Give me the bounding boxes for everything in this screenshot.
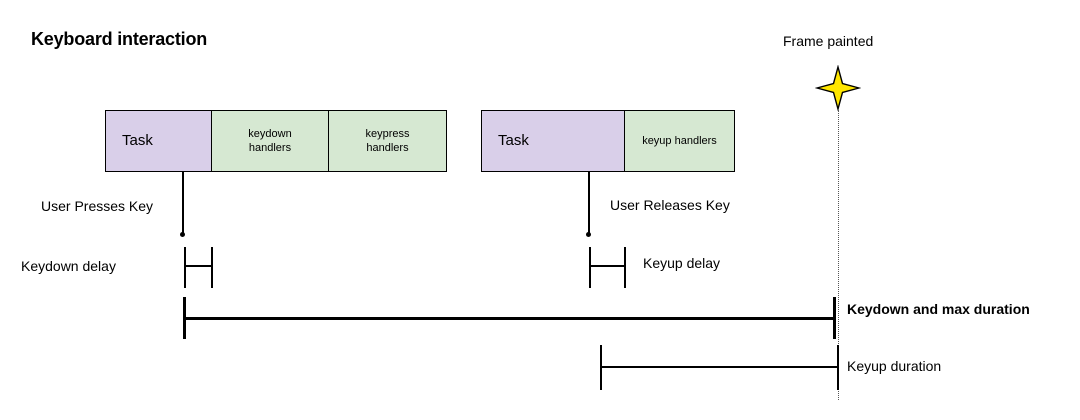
task-block-1: Task	[106, 111, 211, 171]
keydown-max-duration-span	[183, 317, 836, 320]
frame-paint-guide-line	[838, 110, 839, 400]
user-presses-key-label: User Presses Key	[41, 198, 154, 214]
keyup-event-arrow-line	[588, 172, 590, 235]
keydown-handlers-block: keydown handlers	[211, 111, 328, 171]
frame-painted-label: Frame painted	[783, 33, 874, 49]
keyup-handlers-block: keyup handlers	[624, 111, 734, 171]
keydown-delay-end-tick	[211, 247, 213, 288]
keyup-track: Task keyup handlers	[481, 110, 735, 172]
keyup-duration-end-tick	[837, 345, 839, 390]
keyup-delay-label: Keyup delay	[643, 255, 721, 271]
page-title: Keyboard interaction	[31, 29, 208, 49]
keyup-delay-span	[589, 265, 625, 267]
keydown-event-arrow-head	[180, 232, 185, 237]
keyup-duration-start-tick	[600, 345, 602, 390]
keydown-event-arrow-line	[182, 172, 184, 235]
keydown-delay-start-tick	[184, 247, 186, 288]
keyup-duration-span	[600, 366, 839, 368]
keyup-delay-start-tick	[589, 247, 591, 288]
keyup-event-arrow-head	[586, 232, 591, 237]
keypress-handlers-block: keypress handlers	[328, 111, 446, 171]
keydown-delay-label: Keydown delay	[21, 258, 116, 274]
keydown-delay-span	[184, 265, 212, 267]
user-releases-key-label: User Releases Key	[610, 197, 730, 213]
four-point-star-icon	[815, 65, 861, 111]
keydown-max-duration-label: Keydown and max duration	[847, 301, 1030, 317]
keyup-duration-label: Keyup duration	[847, 358, 942, 374]
keydown-track: Task keydown handlers keypress handlers	[105, 110, 447, 172]
task-block-2: Task	[482, 111, 624, 171]
keyup-delay-end-tick	[624, 247, 626, 288]
